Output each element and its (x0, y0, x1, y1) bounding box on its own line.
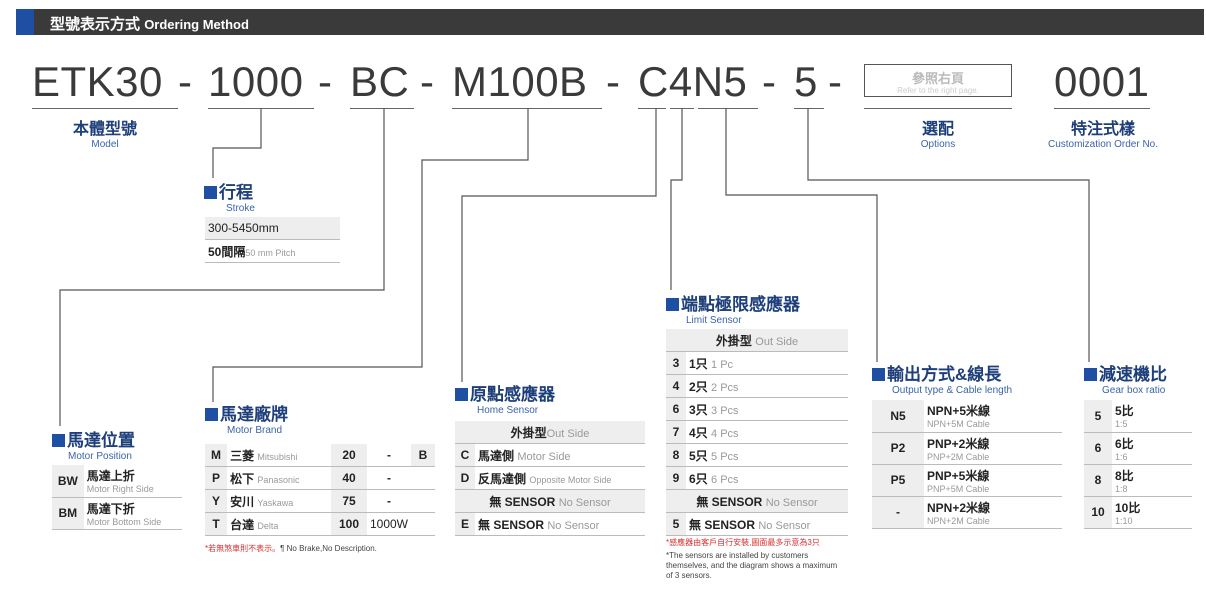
underline (698, 108, 758, 109)
underline (638, 108, 666, 109)
gear-heading: 減速機比 Gear box ratio (1084, 360, 1167, 396)
motor-brand-heading: 馬達廠牌 Motor Brand (205, 400, 288, 436)
square-marker-icon (455, 388, 468, 401)
code-dash: - (178, 58, 193, 105)
code-stroke: 1000 (208, 58, 304, 105)
stroke-heading: 行程 Stroke (204, 178, 255, 214)
square-marker-icon (1084, 368, 1097, 381)
square-marker-icon (205, 408, 218, 421)
stroke-pitch: 50間隔50 mm Pitch (205, 239, 340, 263)
code-dash: - (318, 58, 333, 105)
custom-label: 特注式樣 Customization Order No. (1047, 121, 1159, 150)
underline (350, 108, 414, 109)
underline (1054, 108, 1150, 109)
page-title: 型號表示方式 Ordering Method (50, 16, 249, 33)
table-row: C 馬達側 Motor Side (455, 443, 645, 467)
motor-brand-table: M 三菱 Mitsubishi 20 - B P 松下 Panasonic 40… (205, 444, 435, 536)
code-dash: - (762, 58, 777, 105)
table-row: P 松下 Panasonic 40 - (205, 466, 435, 490)
options-label: 選配 Options (920, 121, 956, 150)
underline (864, 108, 1012, 109)
code-gear: 5 (794, 58, 818, 105)
home-sensor-heading: 原點感應器 Home Sensor (455, 380, 555, 416)
table-row: 無 SENSOR No Sensor (455, 489, 645, 513)
square-marker-icon (666, 298, 679, 311)
stroke-range: 300-5450mm (205, 217, 340, 240)
underline (32, 108, 178, 109)
code-model: ETK30 (32, 58, 163, 105)
table-row: 無 SENSOR No Sensor (666, 489, 848, 513)
square-marker-icon (204, 186, 217, 199)
square-marker-icon (872, 368, 885, 381)
limit-sensor-heading: 端點極限感應器 Limit Sensor (666, 290, 800, 326)
code-dash: - (420, 58, 435, 105)
table-row: 外掛型 Out Side (666, 329, 848, 352)
underline (794, 108, 824, 109)
table-row: T 台達 Delta 100 1000W (205, 512, 435, 536)
home-sensor-table: 外掛型Out Side C 馬達側 Motor Side D 反馬達側 Oppo… (455, 421, 645, 536)
stroke-table: 300-5450mm 50間隔50 mm Pitch (205, 217, 340, 263)
code-sensors-output: C4N5 (638, 58, 748, 105)
table-row: Y 安川 Yaskawa 75 - (205, 489, 435, 513)
code-dash: - (828, 58, 843, 105)
table-row: D 反馬達側 Opposite Motor Side (455, 466, 645, 490)
table-row: E 無 SENSOR No Sensor (455, 512, 645, 536)
model-label: 本體型號 Model (72, 121, 137, 150)
header-accent (16, 9, 34, 35)
options-box: 參照右頁 Refer to the right page. (864, 64, 1012, 97)
output-heading: 輸出方式&線長 Output type & Cable length (872, 360, 1012, 396)
motor-position-heading: 馬達位置 Motor Position (52, 426, 135, 462)
code-dash: - (606, 58, 621, 105)
code-custom: 0001 (1054, 58, 1150, 105)
square-marker-icon (52, 434, 65, 447)
table-row: 外掛型Out Side (455, 421, 645, 444)
limit-sensor-note: *感應器由客戶自行安裝,圖面最多示意為3只 *The sensors are i… (666, 538, 838, 580)
underline (452, 108, 602, 109)
table-row: M 三菱 Mitsubishi 20 - B (205, 444, 435, 467)
code-motor-brand: M100B (452, 58, 588, 105)
code-motor-position: BC (350, 58, 410, 105)
motor-brand-note: *若無煞車則不表示。¶ No Brake,No Description. (205, 544, 377, 553)
header-bar (16, 9, 1204, 35)
